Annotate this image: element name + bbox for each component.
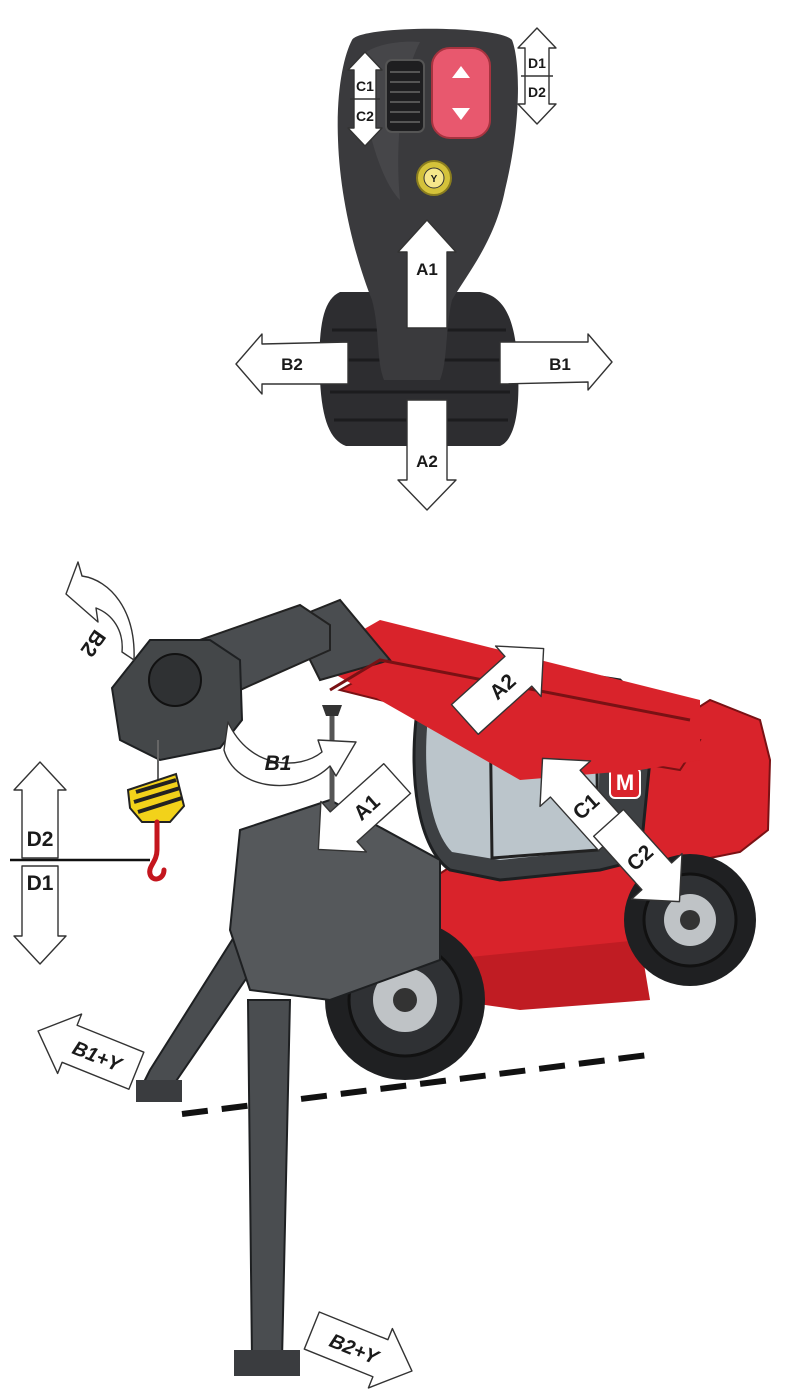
stabilizer-left-foot bbox=[136, 1080, 182, 1102]
arrow-b2-label: B2 bbox=[281, 355, 303, 374]
machine-arrow-d2 bbox=[13, 761, 67, 859]
machine-arrow-b1-label: B1 bbox=[265, 752, 292, 775]
arrow-c1-label: C1 bbox=[356, 78, 374, 94]
rocker-down-icon bbox=[452, 108, 470, 120]
hook-block-stripes bbox=[133, 778, 183, 814]
joystick-figure: Y A1 A2 B2 B1 C1 C2 D1 D2 bbox=[235, 27, 613, 511]
arrow-a2-label: A2 bbox=[416, 452, 438, 471]
arrow-a1-label: A1 bbox=[416, 260, 438, 279]
machine-arrow-c2: C2 bbox=[592, 808, 683, 903]
arrow-a2 bbox=[397, 399, 457, 511]
machine-arrow-a1: A1 bbox=[317, 762, 412, 853]
machine-arrow-a2: A2 bbox=[450, 645, 545, 736]
arrow-a1 bbox=[397, 219, 457, 329]
machine-arrow-b1: B1 bbox=[223, 721, 357, 787]
joystick-roller-ribs bbox=[390, 71, 420, 123]
brand-logo-letter: M bbox=[616, 770, 634, 795]
machine-arrow-b2: B2 bbox=[65, 561, 135, 661]
machine-arrow-d2-label: D2 bbox=[27, 828, 54, 851]
beacon-lamp bbox=[322, 705, 342, 716]
arrow-b1-label: B1 bbox=[549, 355, 571, 374]
winch-drum bbox=[148, 653, 202, 707]
arrow-d2-label: D2 bbox=[528, 84, 546, 100]
machine-arrow-b1y: B1+Y bbox=[37, 1013, 145, 1090]
telehandler-figure: M bbox=[10, 561, 772, 1389]
stabilizer-front-foot bbox=[234, 1350, 300, 1376]
machine-arrow-d1 bbox=[13, 865, 67, 965]
chassis-lower bbox=[440, 940, 650, 1010]
arrow-d1-label: D1 bbox=[528, 55, 546, 71]
joystick-y-button-inner bbox=[423, 167, 445, 189]
machine-arrow-b2-label: B2 bbox=[76, 626, 110, 661]
hook bbox=[147, 819, 167, 882]
stabilizer-front bbox=[246, 999, 292, 1361]
y-button-label: Y bbox=[431, 174, 438, 185]
arrow-b1 bbox=[499, 333, 613, 391]
joystick-rocker-button bbox=[431, 47, 491, 139]
arrow-b2 bbox=[235, 333, 349, 395]
joystick-roller bbox=[385, 59, 425, 133]
arrow-c2-label: C2 bbox=[356, 108, 374, 124]
machine-arrow-b2y: B2+Y bbox=[303, 1311, 413, 1389]
machine-arrow-d1-label: D1 bbox=[27, 872, 54, 895]
boom-outer-edge bbox=[329, 658, 691, 722]
rocker-up-icon bbox=[452, 66, 470, 78]
